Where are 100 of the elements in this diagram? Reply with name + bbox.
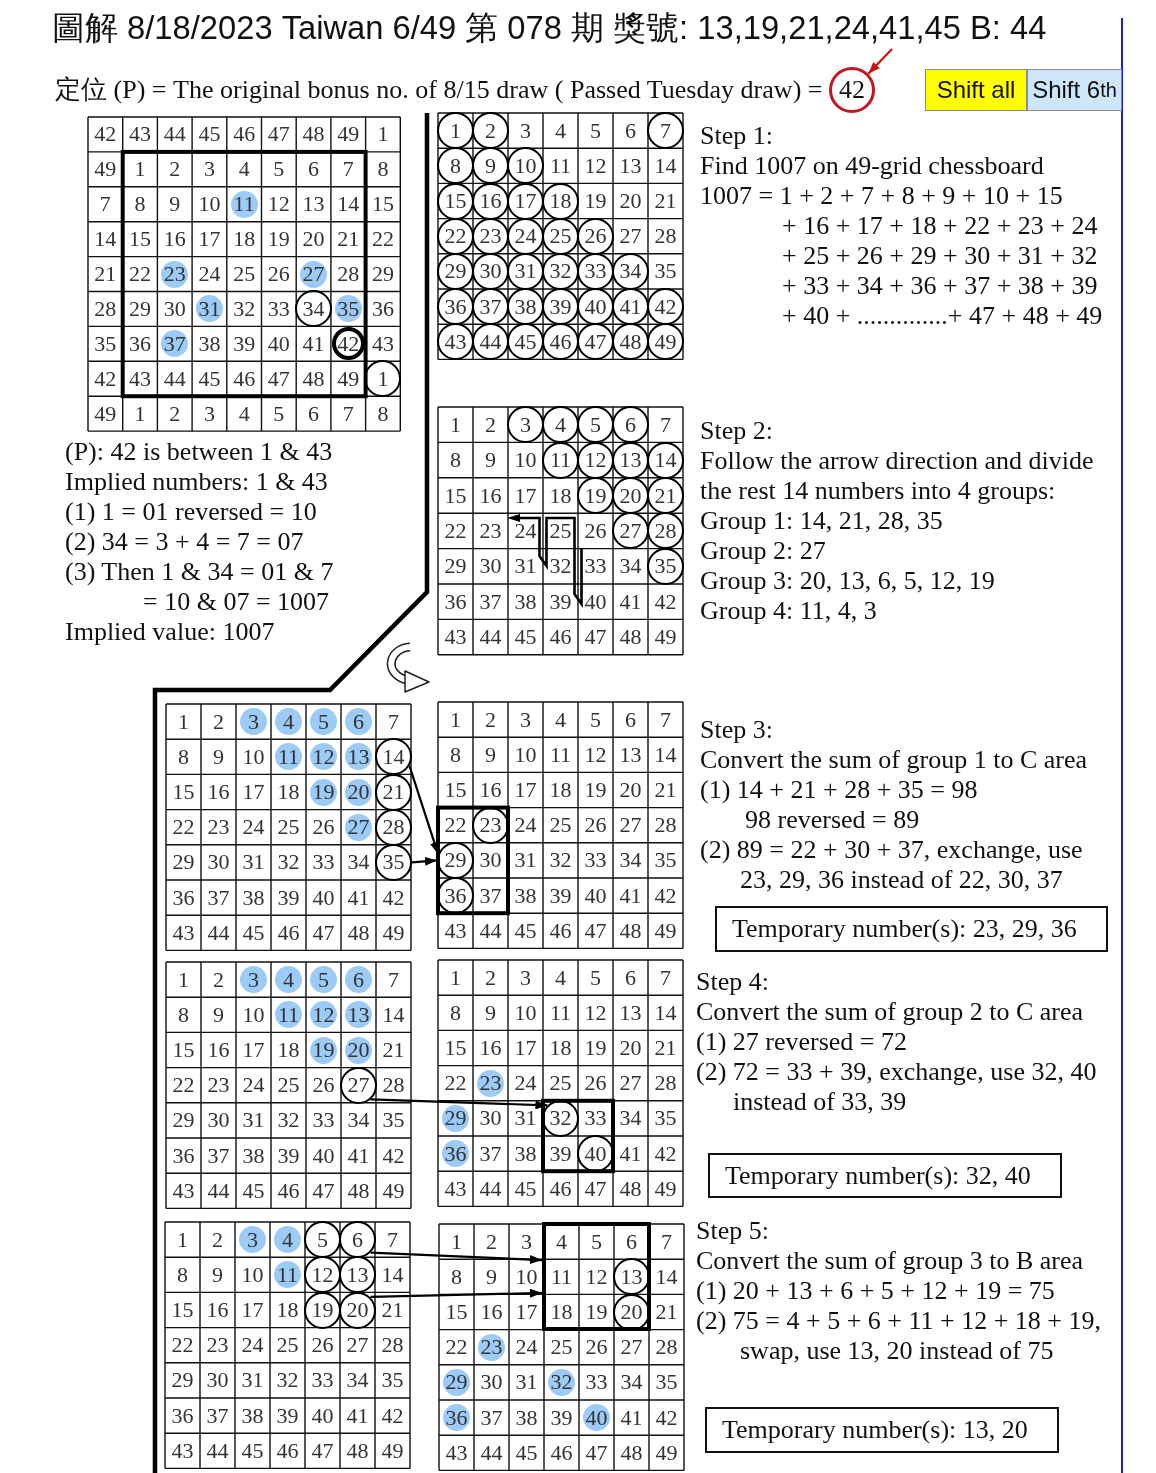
grid-number: 37	[479, 1142, 502, 1165]
grid-number: 10	[198, 193, 221, 216]
grid-number: 3	[521, 1230, 532, 1253]
highlighted-number: 3	[240, 966, 267, 994]
highlighted-number: 3	[239, 1226, 266, 1254]
grid-number: 11	[549, 154, 572, 177]
step-text: Convert the sum of group 3 to B area	[696, 1246, 1084, 1276]
grid-number: 8	[377, 158, 389, 181]
highlighted-number: 4	[274, 1226, 301, 1254]
grid-number: 19	[584, 190, 607, 212]
grid-number: 6	[625, 708, 636, 731]
label-box: Shift all	[925, 69, 1027, 111]
grid-number: 41	[302, 332, 325, 355]
grid-number: 9	[485, 743, 496, 766]
grid-number: 1	[177, 1228, 188, 1251]
grid-number: 25	[549, 814, 572, 837]
grid-number: 34	[619, 849, 642, 872]
grid-number: 7	[660, 413, 671, 436]
circled-number: 11	[542, 441, 579, 479]
grid-number: 7	[387, 1228, 398, 1251]
step-text: Find 1007 on 49-grid chessboard	[700, 151, 1044, 181]
step-heading: Step 3:	[700, 715, 773, 745]
grid-number: 30	[479, 849, 502, 872]
grid-number: 28	[382, 1074, 405, 1097]
grid-number: 40	[584, 884, 607, 907]
note-text: (1) 1 = 01 reversed = 10	[65, 497, 317, 527]
circled-number: 32	[542, 1099, 579, 1137]
highlighted-number: 23	[478, 1333, 505, 1361]
grid-number: 48	[347, 921, 370, 944]
highlighted-number: 19	[310, 778, 337, 806]
grid-number: 43	[444, 919, 467, 942]
circled-number: 46	[542, 323, 579, 361]
step-text: (2) 72 = 33 + 39, exchange, use 32, 40 instead of 33, 39	[696, 1057, 1098, 1117]
grid-number: 21	[381, 1299, 404, 1321]
grid-number: 23	[479, 519, 502, 542]
grid-number: 15	[445, 1301, 468, 1323]
highlighted-number: 40	[583, 1404, 610, 1432]
grid-number: 39	[549, 1142, 572, 1165]
grid-number: 13	[302, 193, 325, 216]
grid-number: 24	[198, 263, 221, 286]
highlighted-number: 13	[345, 743, 372, 771]
grid-number: 1	[450, 708, 461, 731]
grid-number: 48	[346, 1439, 369, 1462]
highlighted-number: 27	[300, 260, 328, 288]
grid-number: 20	[619, 1037, 642, 1059]
grid-number: 10	[514, 743, 537, 766]
grid-number: 18	[277, 781, 300, 803]
grid-number: 10	[242, 745, 265, 768]
grid-number: 43	[444, 626, 467, 649]
step-text: + 40 + ..............+ 47 + 48 + 49	[782, 301, 1103, 331]
grid-number: 41	[619, 590, 642, 613]
grid-number: 12	[267, 193, 290, 216]
grid-number: 47	[584, 626, 607, 649]
grid-number: 17	[241, 1299, 264, 1321]
grid-number: 39	[549, 590, 572, 613]
grid-number: 45	[515, 1441, 538, 1464]
circled-number: 43	[437, 323, 474, 361]
circled-number: 10	[507, 147, 544, 185]
step-heading: Step 5:	[696, 1216, 769, 1246]
highlighted-number: 5	[310, 966, 337, 994]
grid-number: 15	[172, 781, 195, 803]
step-text: Group 3: 20, 13, 6, 5, 12, 19	[700, 566, 995, 596]
grid-number: 29	[371, 263, 394, 286]
grid-number: 23	[207, 1074, 230, 1097]
grid-number: 27	[619, 814, 642, 837]
grid-number: 21	[382, 1039, 405, 1061]
grid-number: 6	[625, 119, 636, 142]
grid-number: 14	[337, 193, 360, 216]
grid-number: 9	[212, 1263, 223, 1286]
grid-number: 2	[486, 1230, 497, 1253]
note-text: (P): 42 is between 1 & 43	[65, 437, 333, 467]
grid-number: 40	[584, 590, 607, 613]
arrow	[867, 48, 893, 75]
highlighted-number: 36	[442, 1140, 469, 1168]
grid-number: 22	[129, 263, 152, 286]
grid-number: 34	[346, 1369, 369, 1392]
selection-frame	[542, 1222, 651, 1331]
grid-number: 9	[486, 1265, 497, 1288]
circled-number: 22	[437, 217, 474, 255]
grid-number: 48	[619, 919, 642, 942]
grid-number: 16	[207, 1039, 230, 1061]
grid-number: 18	[550, 1301, 573, 1323]
grid-number: 46	[549, 626, 572, 649]
grid-number: 4	[555, 966, 566, 989]
grid-number: 39	[549, 884, 572, 907]
step-text: Group 1: 14, 21, 28, 35	[700, 506, 943, 536]
circled-number: 8	[437, 147, 474, 185]
circled-number: 34	[612, 252, 649, 290]
grid-number: 14	[654, 1001, 677, 1024]
step-text: + 25 + 26 + 29 + 30 + 31 + 32	[782, 241, 1098, 271]
grid-number: 20	[619, 779, 642, 801]
highlighted-number: 19	[310, 1036, 337, 1064]
grid-number: 35	[654, 260, 677, 283]
grid-number: 33	[311, 1369, 334, 1392]
grid-number: 21	[655, 1301, 678, 1323]
grid-number: 46	[233, 367, 256, 390]
grid-number: 38	[242, 886, 265, 909]
grid-number: 24	[514, 814, 537, 837]
grid-number: 19	[584, 779, 607, 801]
grid-number: 48	[302, 367, 325, 390]
